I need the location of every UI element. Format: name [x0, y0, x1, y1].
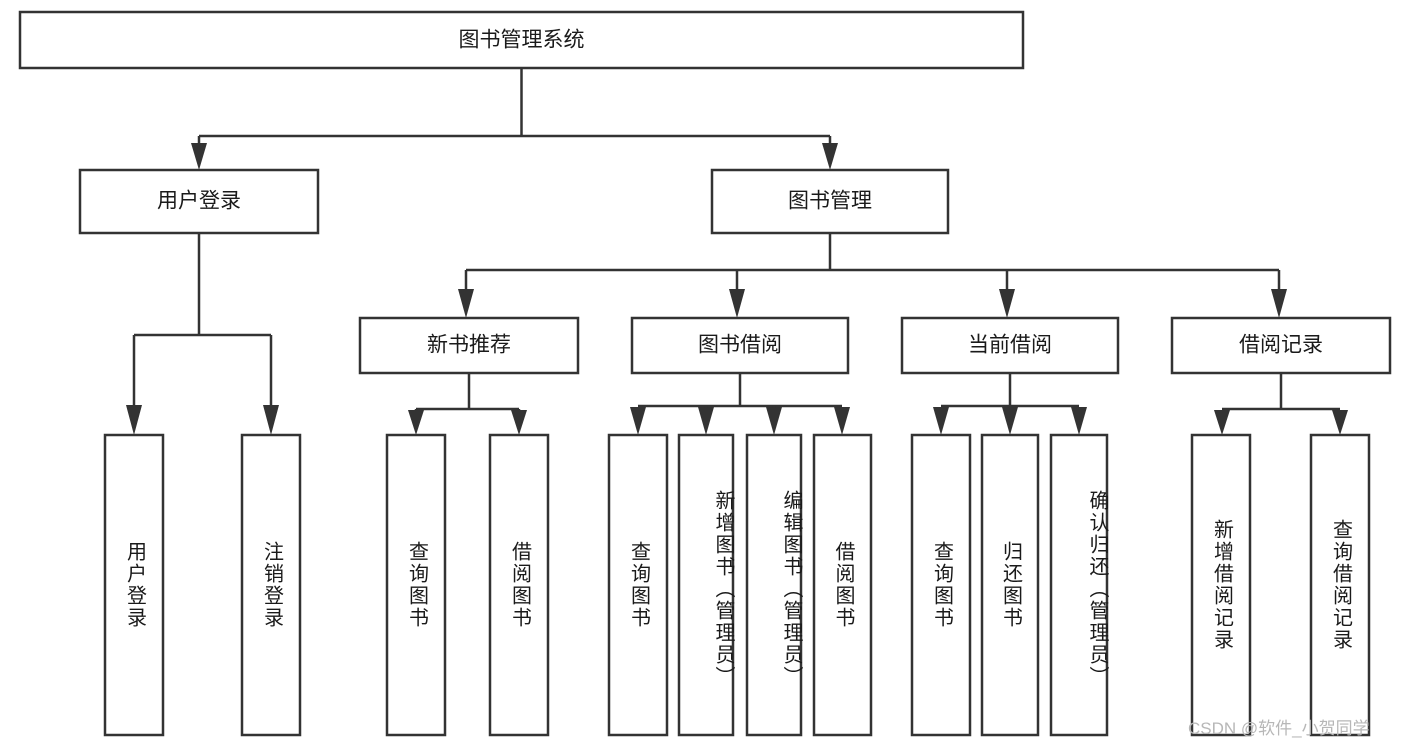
node-box-leaf-13[interactable] — [1309, 433, 1371, 737]
node-label-root: 图书管理系统 — [459, 29, 585, 52]
arrow-head-leaf-13 — [1332, 410, 1348, 435]
node-box-leaf-5[interactable] — [607, 433, 669, 737]
arrow-head-leaf-11 — [1071, 407, 1087, 435]
nodes-group: 图书管理系统 用户登录 图书管理 新书推荐 图书借阅 当前借阅 借阅记录 — [18, 10, 1392, 737]
arrow-head-leaf-4 — [511, 410, 527, 435]
node-box-leaf-8[interactable] — [812, 433, 873, 737]
node-box-bookmgmt[interactable] — [710, 168, 950, 235]
arrow-head-leaf-5 — [630, 407, 646, 435]
arrow-head-leaf-6 — [698, 407, 714, 435]
arrow-head-leaf-3 — [408, 410, 424, 435]
arrow-head-borrow — [729, 289, 745, 318]
node-box-borrow[interactable] — [630, 316, 850, 375]
node-box-leaf-11[interactable] — [1049, 433, 1109, 737]
node-box-leaf-9[interactable] — [910, 433, 972, 737]
node-box-leaf-1[interactable] — [103, 433, 165, 737]
node-label-bookmgmt: 图书管理 — [788, 190, 872, 213]
node-label-newbook: 新书推荐 — [427, 334, 511, 357]
connectors-group — [126, 68, 1348, 435]
node-box-leaf-6[interactable] — [677, 433, 735, 737]
node-box-login[interactable] — [78, 168, 320, 235]
arrow-head-leaf-9 — [933, 407, 949, 435]
arrow-head-leaf-2 — [263, 405, 279, 435]
arrow-head-leaf-7 — [766, 407, 782, 435]
arrow-head-login — [191, 143, 207, 170]
node-box-current[interactable] — [900, 316, 1120, 375]
node-label-login: 用户登录 — [157, 190, 241, 213]
node-box-leaf-2[interactable] — [240, 433, 302, 737]
node-label-current: 当前借阅 — [968, 334, 1052, 357]
node-box-records[interactable] — [1170, 316, 1392, 375]
arrow-head-leaf-12 — [1214, 410, 1230, 435]
arrow-head-leaf-10 — [1002, 407, 1018, 435]
arrow-head-leaf-8 — [834, 407, 850, 435]
node-box-leaf-12[interactable] — [1190, 433, 1252, 737]
arrow-head-leaf-1 — [126, 405, 142, 435]
node-box-root[interactable] — [18, 10, 1025, 70]
node-box-leaf-4[interactable] — [488, 433, 550, 737]
arrow-head-newbook — [458, 289, 474, 318]
arrow-head-current — [999, 289, 1015, 318]
node-box-leaf-10[interactable] — [980, 433, 1040, 737]
node-label-borrow: 图书借阅 — [698, 334, 782, 357]
arrow-head-records — [1271, 289, 1287, 318]
csdn-watermark: CSDN @软件_小贺同学 — [1188, 719, 1370, 738]
node-box-leaf-7[interactable] — [745, 433, 803, 737]
arrow-head-bookmgmt — [822, 143, 838, 170]
node-label-records: 借阅记录 — [1239, 334, 1323, 357]
node-box-newbook[interactable] — [358, 316, 580, 375]
node-box-leaf-3[interactable] — [385, 433, 447, 737]
